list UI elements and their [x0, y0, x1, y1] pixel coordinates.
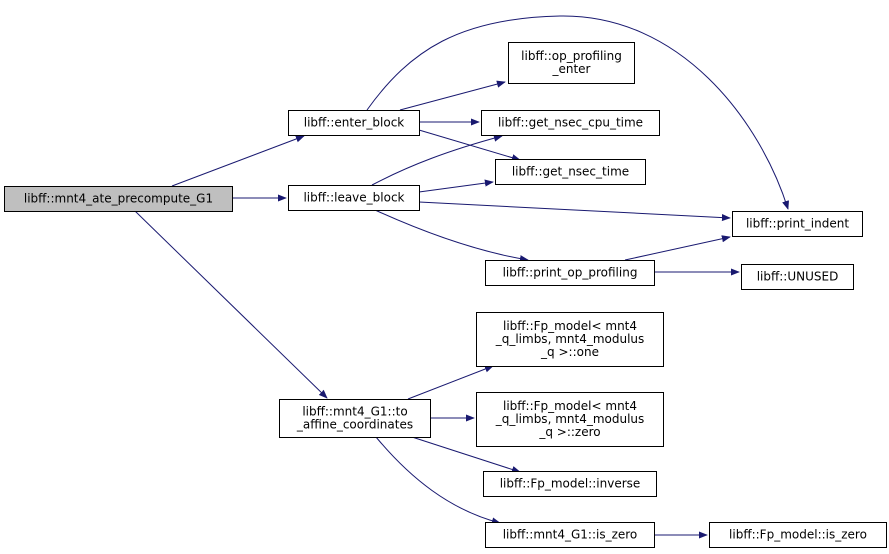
edge-to_affine-to-g1_is_zero	[375, 436, 501, 525]
node-print_indent[interactable]: libff::print_indent	[732, 211, 863, 237]
node-fp_is_zero[interactable]: libff::Fp_model::is_zero	[709, 522, 887, 548]
node-nsec_time[interactable]: libff::get_nsec_time	[495, 159, 646, 185]
node-print_op_prof[interactable]: libff::print_op_profiling	[485, 260, 655, 286]
edge-leave_block-to-print_indent	[418, 201, 731, 222]
edges-layer	[134, 15, 789, 539]
node-label: libff::Fp_model::is_zero	[729, 528, 867, 542]
node-op_prof_enter[interactable]: libff::op_profiling_enter	[508, 42, 635, 84]
node-label: libff::mnt4_ate_precompute_G1	[24, 192, 213, 206]
node-label: _affine_coordinates	[296, 418, 413, 432]
node-enter_block[interactable]: libff::enter_block	[288, 110, 420, 136]
node-leave_block[interactable]: libff::leave_block	[288, 185, 420, 211]
edge-leave_block-to-nsec_time	[418, 179, 494, 193]
node-label: libff::Fp_model::inverse	[500, 477, 641, 491]
node-fp_inverse[interactable]: libff::Fp_model::inverse	[483, 471, 657, 497]
edge-leave_block-to-cpu_time	[371, 134, 503, 186]
node-label: _q_limbs, mnt4_modulus	[495, 412, 645, 426]
node-unused[interactable]: libff::UNUSED	[741, 264, 854, 290]
node-label: libff::get_nsec_cpu_time	[498, 116, 643, 130]
edge-print_op_prof-to-print_indent	[624, 235, 731, 261]
node-fp_one[interactable]: libff::Fp_model< mnt4_q_limbs, mnt4_modu…	[476, 312, 664, 367]
node-label: libff::get_nsec_time	[512, 165, 629, 179]
edge-enter_block-to-print_indent	[366, 15, 789, 210]
edge-leave_block-to-print_op_prof	[374, 209, 529, 263]
edge-ate_precompute-to-enter_block	[171, 135, 305, 187]
node-label: libff::Fp_model< mnt4	[503, 319, 637, 333]
node-label: _q >::one	[540, 345, 599, 359]
node-label: libff::enter_block	[304, 116, 405, 130]
node-fp_zero[interactable]: libff::Fp_model< mnt4_q_limbs, mnt4_modu…	[476, 392, 664, 447]
node-label: _q_limbs, mnt4_modulus	[495, 332, 645, 346]
node-label: libff::print_indent	[746, 217, 849, 231]
node-to_affine[interactable]: libff::mnt4_G1::to_affine_coordinates	[279, 399, 431, 438]
edge-enter_block-to-op_prof_enter	[399, 80, 506, 111]
node-label: libff::leave_block	[303, 191, 404, 205]
node-label: _enter	[551, 62, 590, 76]
edge-to_affine-to-fp_one	[407, 365, 494, 400]
node-label: libff::UNUSED	[757, 270, 839, 284]
node-label: libff::print_op_profiling	[503, 266, 638, 280]
node-label: _q >::zero	[538, 425, 600, 439]
node-label: libff::op_profiling	[521, 49, 622, 63]
node-cpu_time[interactable]: libff::get_nsec_cpu_time	[481, 110, 660, 136]
node-label: libff::Fp_model< mnt4	[503, 399, 637, 413]
node-label: libff::mnt4_G1::to	[302, 405, 407, 419]
node-ate_precompute: libff::mnt4_ate_precompute_G1	[4, 186, 233, 212]
node-label: libff::mnt4_G1::is_zero	[503, 528, 638, 542]
nodes-layer: libff::mnt4_ate_precompute_G1 libff::ente…	[4, 42, 887, 548]
edge-ate_precompute-to-to_affine	[134, 210, 328, 399]
node-g1_is_zero[interactable]: libff::mnt4_G1::is_zero	[485, 522, 655, 548]
edge-to_affine-to-fp_inverse	[411, 436, 521, 473]
